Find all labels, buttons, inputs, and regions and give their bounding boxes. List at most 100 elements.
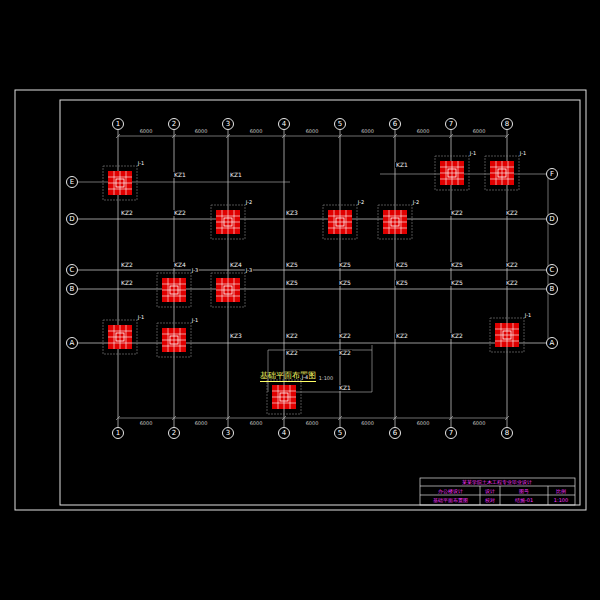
column-label: KZ5	[285, 262, 299, 268]
column-label: KZ5	[338, 262, 352, 268]
dimension-text: 6000	[194, 421, 209, 426]
axis-bubble: 5	[334, 118, 346, 130]
dimension-text: 6000	[194, 129, 209, 134]
column-label: KZ2	[505, 262, 519, 268]
footing-tag: J-2	[412, 200, 420, 205]
axis-line	[340, 130, 341, 427]
axis-number: B	[70, 286, 75, 293]
sheet-border	[15, 90, 586, 510]
axis-number: B	[550, 286, 555, 293]
axis-number: 3	[226, 430, 230, 437]
column-label: KZ2	[395, 333, 409, 339]
dimension-lines	[78, 136, 548, 418]
footing-symbol	[490, 318, 524, 352]
footing-symbol	[485, 156, 519, 190]
footing-tag: J-4	[301, 375, 309, 380]
axis-line	[78, 219, 546, 220]
axis-number: 6	[393, 430, 397, 437]
axis-bubble: 8	[501, 118, 513, 130]
axis-number: A	[70, 340, 75, 347]
footing-group	[103, 156, 524, 414]
axis-number: E	[70, 179, 74, 186]
column-label: KZ2	[120, 210, 134, 216]
axis-bubble: A	[546, 337, 558, 349]
column-label: KZ2	[285, 350, 299, 356]
axis-number: 8	[505, 121, 509, 128]
axis-number: 2	[172, 430, 176, 437]
title-block-text: 办公楼设计	[437, 488, 464, 493]
title-block	[420, 478, 575, 505]
footing-tag: J-2	[357, 200, 365, 205]
column-label: KZ4	[229, 262, 243, 268]
column-label: KZ2	[338, 333, 352, 339]
dimension-ticks	[116, 134, 509, 420]
axis-bubble: F	[546, 168, 558, 180]
footing-tag: J-1	[519, 151, 527, 156]
column-label: KZ5	[395, 280, 409, 286]
column-label: KZ5	[395, 262, 409, 268]
footing-tag: J-1	[191, 318, 199, 323]
axis-bubble: 2	[168, 427, 180, 439]
axis-number: 4	[282, 121, 286, 128]
axis-bubble: 2	[168, 118, 180, 130]
title-block-text: 比例	[555, 488, 567, 493]
column-label: KZ1	[338, 385, 352, 391]
footing-symbol	[103, 166, 137, 200]
axis-number: C	[550, 267, 555, 274]
footing-tag: J-1	[137, 161, 145, 166]
axis-number: 7	[449, 121, 453, 128]
column-label: KZ4	[173, 262, 187, 268]
column-label: KZ2	[173, 210, 187, 216]
axis-bubble: D	[66, 213, 78, 225]
dimension-text: 6000	[249, 421, 264, 426]
column-label: KZ2	[338, 350, 352, 356]
axis-number: 3	[226, 121, 230, 128]
column-label: KZ3	[285, 210, 299, 216]
column-label: KZ5	[338, 280, 352, 286]
axis-number: A	[550, 340, 555, 347]
column-label: KZ5	[285, 280, 299, 286]
dimension-text: 1:100	[318, 376, 334, 381]
footing-tag: J-2	[245, 200, 253, 205]
footing-tag: J-3	[245, 268, 253, 273]
dimension-text: 6000	[360, 421, 375, 426]
column-label: KZ1	[173, 172, 187, 178]
dimension-text: 6000	[249, 129, 264, 134]
title-block-text: 结施-01	[514, 498, 534, 503]
axis-bubble: 4	[278, 118, 290, 130]
axis-number: D	[549, 216, 554, 223]
column-label: KZ5	[450, 262, 464, 268]
frame-border	[60, 100, 580, 505]
axis-line	[284, 130, 285, 427]
title-block-text: 设计	[484, 488, 496, 493]
axis-number: F	[550, 171, 554, 178]
footing-symbol	[378, 205, 412, 239]
axis-line	[395, 130, 396, 427]
axis-number: C	[70, 267, 75, 274]
footing-tag: J-1	[469, 151, 477, 156]
axis-bubble: C	[66, 264, 78, 276]
footing-tag: J-3	[191, 268, 199, 273]
axis-bubble: B	[66, 283, 78, 295]
axis-number: 4	[282, 430, 286, 437]
column-label: KZ1	[229, 172, 243, 178]
axis-number: 5	[338, 430, 342, 437]
footing-symbol	[157, 323, 191, 357]
axis-bubble: 4	[278, 427, 290, 439]
axis-line	[78, 289, 546, 290]
column-label: KZ2	[285, 333, 299, 339]
footing-symbol	[211, 273, 245, 307]
axis-bubble: 1	[112, 118, 124, 130]
axis-bubble: 7	[445, 118, 457, 130]
dimension-text: 6000	[139, 421, 154, 426]
column-label: KZ2	[120, 262, 134, 268]
axis-bubble: D	[546, 213, 558, 225]
dimension-text: 6000	[416, 421, 431, 426]
footing-symbol	[103, 320, 137, 354]
axis-bubble: B	[546, 283, 558, 295]
axis-number: 6	[393, 121, 397, 128]
title-block-text: 基础平面布置图	[432, 498, 469, 503]
column-label: KZ3	[229, 333, 243, 339]
axis-number: 7	[449, 430, 453, 437]
footing-symbol	[435, 156, 469, 190]
